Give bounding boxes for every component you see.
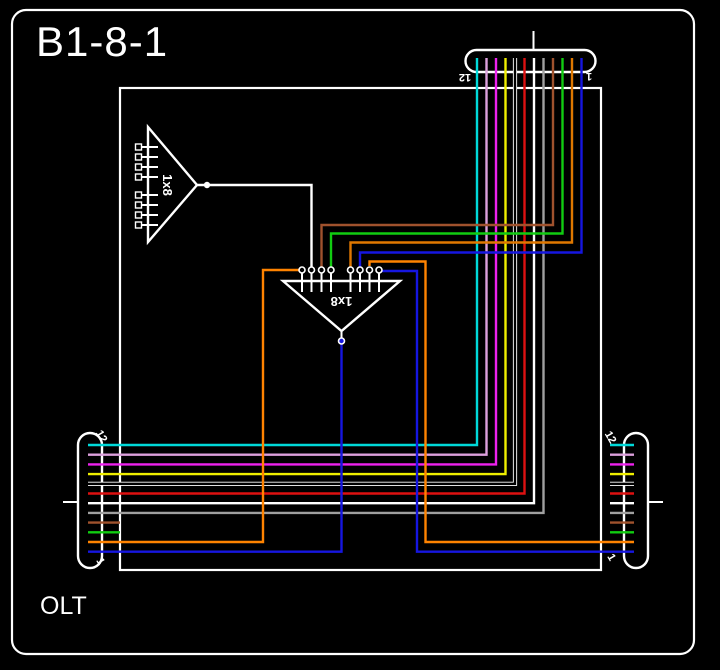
splitter-upper-pins [134, 143, 158, 229]
inner-frame [118, 86, 603, 572]
wire-upper-splitter-link [197, 183, 313, 267]
top-connector-label-1: 1 [586, 70, 592, 82]
wire-fiber-10-violet [88, 58, 498, 466]
top-connector [464, 48, 597, 74]
wire-branch-pin7-orange [368, 260, 634, 544]
splitter-middle-label: 1x8 [331, 294, 353, 309]
splitter-middle-output-port [337, 337, 346, 345]
wire-fiber-7-red [88, 58, 526, 495]
right-connector-label-12: 12 [602, 429, 619, 446]
outer-frame [10, 8, 696, 656]
page-title: B1-8-1 [36, 18, 169, 65]
left-connector-label-1: 1 [93, 556, 106, 567]
right-connector [622, 431, 650, 570]
wire-fiber-9-yellow [88, 58, 507, 476]
wire-fiber-3-green [329, 58, 564, 267]
left-connector-label-12: 12 [93, 428, 110, 445]
olt-label: OLT [40, 592, 87, 620]
wire-fiber-6-white [88, 58, 536, 505]
wire-fiber-1-blue [358, 58, 583, 267]
wire-layer [88, 58, 634, 553]
wire-fiber-12-aqua [88, 58, 479, 447]
splitter-upper-output-dot [203, 181, 211, 189]
splitter-middle: 1x8 [279, 266, 404, 345]
splitter-middle-body [279, 279, 404, 333]
wire-fiber-11-rose [88, 58, 488, 456]
left-connector [76, 431, 104, 570]
wire-fiber-4-brown [320, 58, 555, 267]
top-connector-label-12: 12 [459, 71, 471, 83]
splitter-upper: 1x8 [134, 123, 211, 246]
splitter-upper-label: 1x8 [160, 174, 175, 196]
wire-splitter-output-blue [88, 343, 343, 553]
splitter-middle-pins [298, 266, 383, 292]
splitter-upper-body [146, 123, 199, 246]
wire-fiber-2-orange [349, 58, 574, 267]
wire-fiber-5-slate [88, 58, 545, 515]
wire-fiber-8-black [88, 58, 517, 485]
wire-branch-pin8-blue [382, 269, 634, 553]
right-connector-label-1: 1 [604, 552, 617, 563]
wire-splitter-feed-orange [88, 268, 299, 544]
